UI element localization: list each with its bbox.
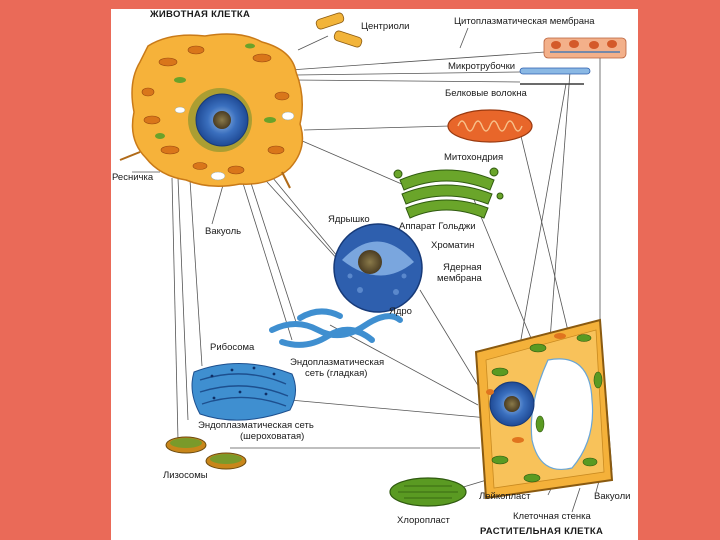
chloroplast bbox=[390, 478, 466, 506]
label-nuclear-membrane-1: Ядерная bbox=[443, 262, 482, 273]
mitochondria bbox=[448, 110, 532, 142]
label-vacuole: Вакуоль bbox=[205, 226, 241, 237]
label-chromatin: Хроматин bbox=[431, 240, 474, 251]
title-plant-cell: РАСТИТЕЛЬНАЯ КЛЕТКА bbox=[480, 526, 603, 537]
label-mitochondria: Митохондрия bbox=[444, 152, 503, 163]
rough-er bbox=[192, 363, 296, 420]
membrane-fragment bbox=[544, 38, 626, 58]
golgi bbox=[394, 168, 503, 218]
label-leucoplast: Лейкопласт bbox=[479, 491, 530, 502]
label-ribosome: Рибосома bbox=[210, 342, 254, 353]
centrioles bbox=[315, 12, 363, 48]
label-microtubules: Микротрубочки bbox=[448, 61, 515, 72]
animal-cell bbox=[120, 12, 363, 188]
label-cilium: Ресничка bbox=[112, 172, 153, 183]
label-nucleus: Ядро bbox=[389, 306, 412, 317]
label-lysosomes: Лизосомы bbox=[163, 470, 208, 481]
label-nucleolus: Ядрышко bbox=[328, 214, 370, 225]
label-smooth-er-1: Эндоплазматическая bbox=[290, 357, 384, 368]
label-nuclear-membrane-2: мембрана bbox=[437, 273, 482, 284]
label-cell-wall: Клеточная стенка bbox=[513, 511, 591, 522]
title-animal-cell: ЖИВОТНАЯ КЛЕТКА bbox=[150, 9, 250, 20]
label-smooth-er-2: сеть (гладкая) bbox=[305, 368, 367, 379]
label-chloroplast: Хлоропласт bbox=[397, 515, 450, 526]
nucleus-detail bbox=[334, 224, 422, 312]
label-rough-er-2: (шероховатая) bbox=[240, 431, 304, 442]
lysosomes bbox=[166, 437, 246, 469]
microtubules bbox=[520, 68, 590, 84]
plant-cell bbox=[476, 320, 612, 498]
label-centrioles: Центриоли bbox=[361, 21, 409, 32]
animal-nucleolus bbox=[213, 111, 231, 129]
label-vacuoles: Вакуоли bbox=[594, 491, 630, 502]
label-golgi: Аппарат Гольджи bbox=[399, 221, 476, 232]
label-protein-fibers: Белковые волокна bbox=[445, 88, 527, 99]
label-rough-er-1: Эндоплазматическая сеть bbox=[198, 420, 314, 431]
label-cytoplasmic-membrane: Цитоплазматическая мембрана bbox=[454, 16, 595, 27]
